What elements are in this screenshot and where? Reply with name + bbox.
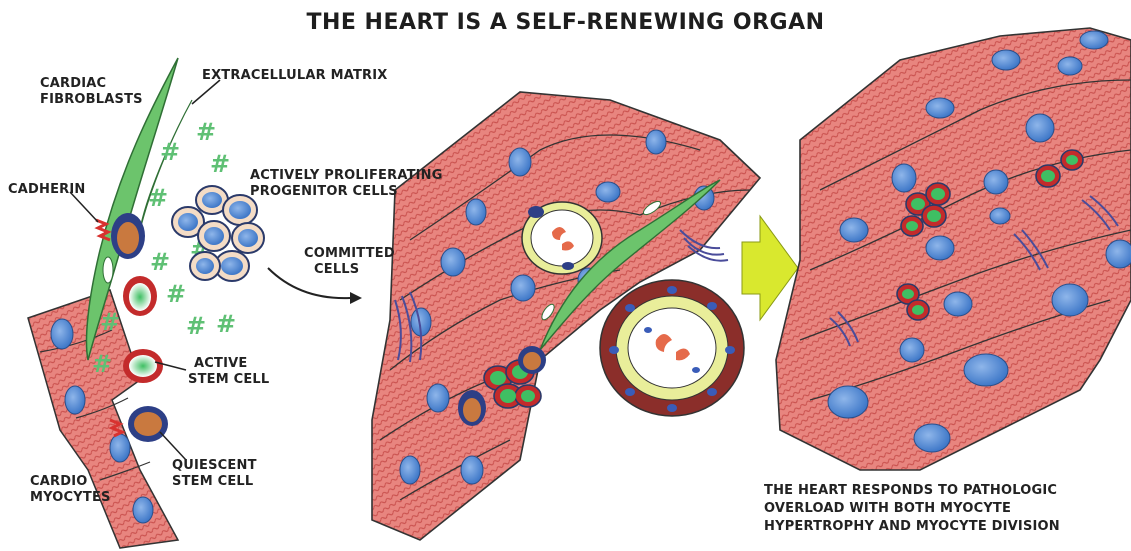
svg-text:#: # [216,310,236,338]
active-stem-cell-upper [123,276,157,316]
svg-text:#: # [150,248,170,276]
capillary-cross-section [522,202,602,274]
caption-line: OVERLOAD WITH BOTH MYOCYTE [764,500,1060,518]
quiescent-stem-cell-upper [111,213,145,259]
svg-text:#: # [148,184,168,212]
svg-text:#: # [166,280,186,308]
label-line: COMMITTED [304,246,395,262]
arteriole-cross-section [600,280,744,416]
svg-text:#: # [196,118,216,146]
label-active-stem-cell: ACTIVE STEM CELL [188,356,269,388]
svg-text:#: # [186,312,206,340]
label-committed-cells: COMMITTED CELLS [304,246,395,278]
svg-text:#: # [160,138,180,166]
label-cadherin: CADHERIN [8,182,85,198]
label-line: STEM CELL [172,474,257,490]
quiescent-stem-cell [128,406,168,442]
label-line: STEM CELL [188,372,269,388]
active-stem-cell [123,349,163,383]
label-line: MYOCYTES [30,490,111,506]
hypertrophic-myocardium-block [776,28,1131,470]
progenitor-cell-cluster [172,186,264,281]
label-line: ACTIVE [188,356,269,372]
label-line: FIBROBLASTS [40,92,143,108]
label-line: PROGENITOR CELLS [250,184,443,200]
page-title: THE HEART IS A SELF-RENEWING ORGAN [0,10,1131,35]
label-line: CARDIAC [40,76,143,92]
label-cardiomyocytes: CARDIO MYOCYTES [30,474,111,506]
svg-text:#: # [210,150,230,178]
svg-text:#: # [92,350,112,378]
label-line: CELLS [304,262,395,278]
label-line: ACTIVELY PROLIFERATING [250,168,443,184]
committed-arrowhead [350,292,362,304]
label-progenitor-cells: ACTIVELY PROLIFERATING PROGENITOR CELLS [250,168,443,200]
caption-line: HYPERTROPHY AND MYOCYTE DIVISION [764,518,1060,536]
label-cardiac-fibroblasts: CARDIAC FIBROBLASTS [40,76,143,108]
label-extracellular-matrix: EXTRACELLULAR MATRIX [202,68,388,84]
caption-hypertrophy: THE HEART RESPONDS TO PATHOLOGIC OVERLOA… [764,482,1060,536]
svg-text:#: # [100,308,120,336]
label-line: QUIESCENT [172,458,257,474]
label-quiescent-stem-cell: QUIESCENT STEM CELL [172,458,257,490]
caption-line: THE HEART RESPONDS TO PATHOLOGIC [764,482,1060,500]
label-line: CARDIO [30,474,111,490]
